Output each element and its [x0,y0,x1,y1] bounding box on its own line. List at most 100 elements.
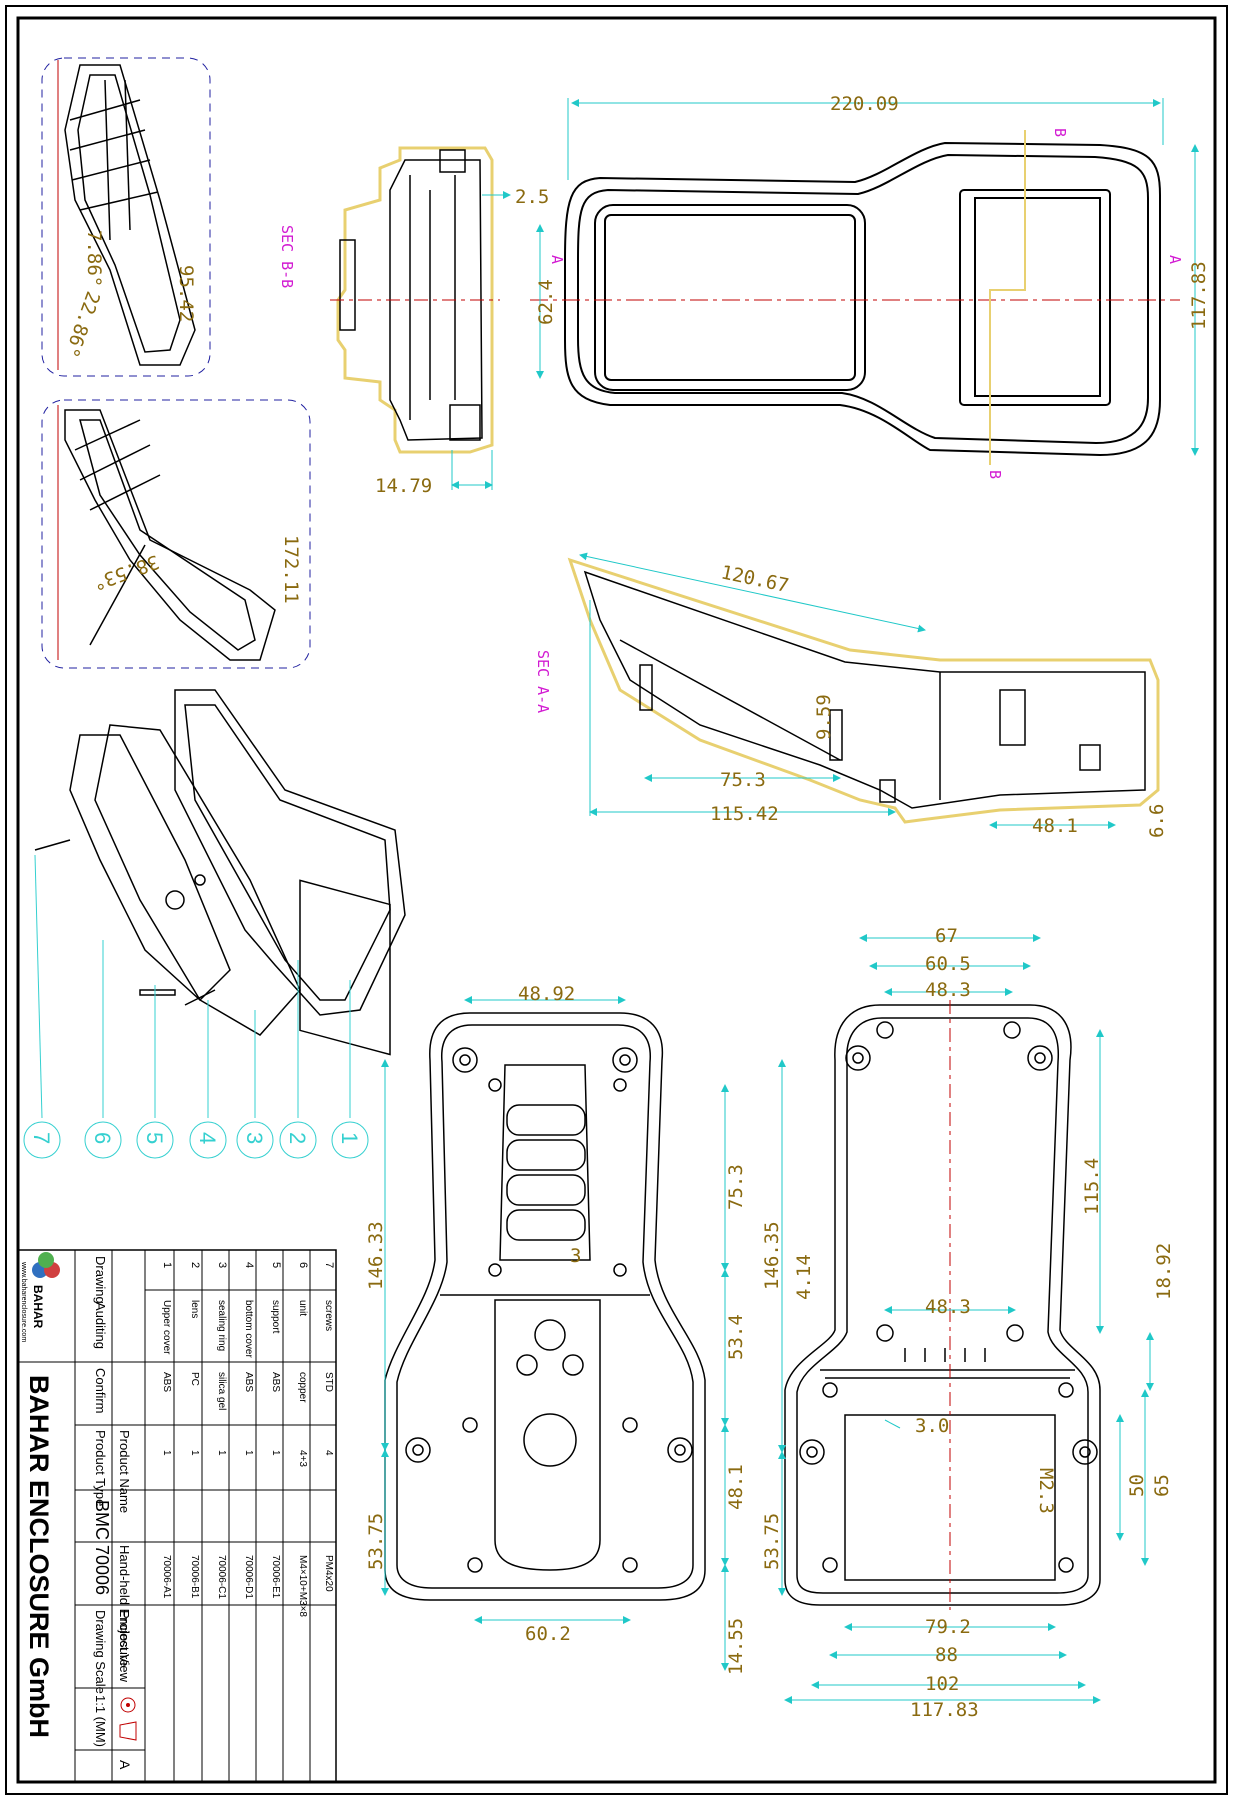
svg-text:5: 5 [142,1132,167,1144]
dim-bot-h: 146.33 [365,1221,387,1290]
svg-text:bottom cover: bottom cover [243,1300,254,1358]
svg-text:4: 4 [195,1132,220,1144]
section-a-view [567,557,1160,824]
dim-in-792: 79.2 [925,1616,971,1638]
svg-text:1: 1 [337,1132,362,1144]
svg-text:7: 7 [29,1132,54,1144]
svg-text:70006-B1: 70006-B1 [189,1555,200,1599]
dim-side-angle2: 22.86° [60,288,104,360]
svg-text:screws: screws [323,1300,334,1331]
dim-side-h2: 172.11 [280,535,302,604]
dim-top-height: 117.83 [1188,261,1210,330]
bottom-exterior-dimlines [381,996,729,1671]
dim-in-88: 88 [935,1644,958,1666]
side-view-2 [64,409,276,661]
svg-text:6: 6 [90,1132,115,1144]
svg-text:2: 2 [285,1132,310,1144]
dim-in-65: 65 [1151,1474,1173,1497]
top-view [564,141,1161,457]
revision: A [117,1760,133,1770]
callout-2 [279,1121,317,1159]
bottom-exterior-view [384,1012,706,1601]
svg-text:unit: unit [297,1300,308,1316]
company-name: BAHAR ENCLOSURE GmbH [24,1375,54,1738]
dim-seca-grip: 75.3 [720,769,766,791]
dim-in-50: 50 [1126,1474,1148,1497]
part-row: 1 Upper cover ABS 1 70006-A1 [161,1262,173,1599]
dim-seca-boss: 48.1 [1032,815,1078,837]
svg-text:sealing ring: sealing ring [216,1300,227,1351]
parts-list: 1 Upper cover ABS 1 70006-A1 2 lens PC 1… [161,1262,335,1617]
website: www.baharenclosure.com [20,1261,27,1342]
logo-text: BAHAR [31,1285,45,1329]
svg-text:ABS: ABS [243,1372,254,1392]
svg-text:5: 5 [270,1262,282,1268]
svg-text:support: support [270,1300,281,1334]
label-product-name: Product Name [117,1430,132,1513]
dim-in-60: 60.5 [925,953,971,975]
dim-top-grip: 62.4 [535,279,557,325]
dim-seca-len: 120.67 [719,561,791,597]
callout-3 [236,1121,274,1159]
svg-text:ABS: ABS [161,1372,172,1392]
callout-balloons: 1 2 3 4 5 6 7 [23,1121,369,1159]
svg-text:PM4x20: PM4x20 [323,1555,334,1592]
product-name: Hand-held Enclosure [117,1545,132,1666]
drawing-scale: 1:1 (MM) [93,1695,108,1747]
svg-text:4: 4 [323,1450,334,1456]
part-row: 7 screws STD 4 PM4x20 [323,1262,335,1592]
label-drawing-scale: Drawing Scale [93,1610,108,1694]
dim-in-483b: 48.3 [925,1296,971,1318]
svg-text:PC: PC [189,1372,200,1386]
dim-in-102: 102 [925,1673,959,1695]
dim-side-angle1: 7.86° [83,230,105,287]
svg-text:70006-D1: 70006-D1 [243,1555,254,1599]
callout-leaders [34,854,351,1119]
svg-text:1: 1 [161,1262,173,1268]
part-row: 6 unit copper 4+3 M4×10+M3×8 [297,1262,309,1617]
inner-border [16,16,1217,1784]
dim-in-414: 4.14 [793,1254,815,1300]
dim-bot-s1: 75.3 [725,1164,747,1210]
callout-5 [136,1121,174,1159]
dim-secb-wall: 2.5 [515,186,549,208]
part-row: 3 sealing ring silica gel 1 70006-C1 [216,1262,228,1599]
label-drawing: Drawing [93,1256,108,1304]
side-view-1 [64,64,196,366]
dim-bot-s2: 53.4 [725,1314,747,1360]
company-logo: BAHAR www.baharenclosure.com [20,1252,60,1342]
svg-text:ABS: ABS [270,1372,281,1392]
side-view-1-frame [41,57,211,377]
dim-in-115: 115.4 [1081,1158,1103,1215]
svg-text:7: 7 [323,1262,335,1268]
part-row: 5 support ABS 1 70006-E1 [270,1262,282,1599]
dim-in-5375: 53.75 [761,1513,783,1570]
svg-text:4: 4 [243,1262,255,1268]
svg-text:Upper cover: Upper cover [161,1300,172,1355]
label-sec-b: SEC B-B [278,225,296,288]
dim-in-146: 146.35 [761,1221,783,1290]
label-auditing: Auditing [93,1302,108,1349]
dim-seca-wall: 9.59 [813,694,835,740]
callout-4 [189,1121,227,1159]
label-product-type: Product Type [93,1430,108,1506]
dim-bot-w2: 60.2 [525,1623,571,1645]
callout-6 [84,1121,122,1159]
product-type: BMC 70006 [92,1500,112,1595]
dim-seca-total: 115.42 [710,803,779,825]
dim-bot-s4: 14.55 [725,1618,747,1675]
dim-top-width: 220.09 [830,93,899,115]
section-b-view [336,146,494,454]
svg-text:3: 3 [242,1132,267,1144]
exploded-view [34,689,406,1056]
projection-symbol-icon [119,1697,137,1741]
dim-bot-h2: 53.75 [365,1513,387,1570]
part-row: 4 bottom cover ABS 1 70006-D1 [243,1262,255,1599]
label-confirm: Confirm [93,1368,108,1414]
svg-text:1: 1 [189,1450,200,1456]
dim-bot-s3: 48.1 [725,1464,747,1510]
dim-in-11783: 117.83 [910,1699,979,1721]
dim-in-67: 67 [935,925,958,947]
bottom-interior-view [784,1004,1101,1606]
svg-text:4+3: 4+3 [297,1450,308,1467]
